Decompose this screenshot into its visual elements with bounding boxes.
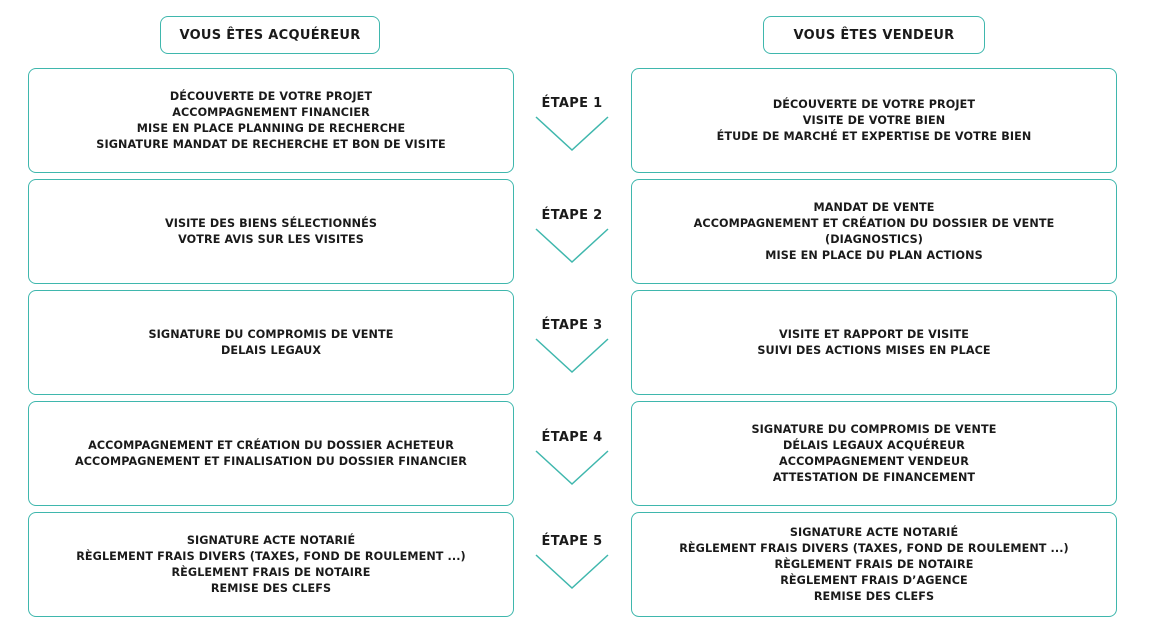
seller-step-1-line: VISITE DE VOTRE BIEN xyxy=(802,113,946,127)
seller-step-4-line: DÉLAIS LEGAUX ACQUÉREUR xyxy=(782,438,966,452)
seller-step-4-box: SIGNATURE DU COMPROMIS DE VENTE DÉLAIS L… xyxy=(631,401,1117,506)
step-1-indicator: ÉTAPE 1 xyxy=(529,96,615,166)
step-1-label: ÉTAPE 1 xyxy=(541,96,603,111)
step-5-label: ÉTAPE 5 xyxy=(541,534,603,549)
seller-step-4-line: SIGNATURE DU COMPROMIS DE VENTE xyxy=(751,422,997,436)
buyer-step-1-line: SIGNATURE MANDAT DE RECHERCHE ET BON DE … xyxy=(96,137,446,151)
chevron-down-icon xyxy=(535,116,609,152)
seller-step-5-box: SIGNATURE ACTE NOTARIÉ RÈGLEMENT FRAIS D… xyxy=(631,512,1117,617)
buyer-step-1-line: ACCOMPAGNEMENT FINANCIER xyxy=(172,105,370,119)
seller-step-2-line: ACCOMPAGNEMENT ET CRÉATION DU DOSSIER DE… xyxy=(693,216,1055,230)
chevron-down-icon xyxy=(535,228,609,264)
seller-step-4-line: ATTESTATION DE FINANCEMENT xyxy=(772,470,976,484)
seller-step-2-box: MANDAT DE VENTE ACCOMPAGNEMENT ET CRÉATI… xyxy=(631,179,1117,284)
step-3-label: ÉTAPE 3 xyxy=(541,318,603,333)
step-4-label: ÉTAPE 4 xyxy=(541,430,603,445)
buyer-step-3-box: SIGNATURE DU COMPROMIS DE VENTE DELAIS L… xyxy=(28,290,514,395)
seller-header: VOUS ÊTES VENDEUR xyxy=(763,16,985,54)
buyer-step-5-line: RÈGLEMENT FRAIS DE NOTAIRE xyxy=(171,565,371,579)
buyer-step-1-line: MISE EN PLACE PLANNING DE RECHERCHE xyxy=(136,121,406,135)
seller-step-5-line: RÈGLEMENT FRAIS DE NOTAIRE xyxy=(774,557,974,571)
step-3-indicator: ÉTAPE 3 xyxy=(529,318,615,388)
step-2-indicator: ÉTAPE 2 xyxy=(529,208,615,278)
buyer-step-5-box: SIGNATURE ACTE NOTARIÉ RÈGLEMENT FRAIS D… xyxy=(28,512,514,617)
buyer-header: VOUS ÊTES ACQUÉREUR xyxy=(160,16,380,54)
seller-step-2-line: MANDAT DE VENTE xyxy=(813,200,935,214)
chevron-down-icon xyxy=(535,338,609,374)
chevron-down-icon xyxy=(535,554,609,590)
chevron-down-icon xyxy=(535,450,609,486)
buyer-step-4-line: ACCOMPAGNEMENT ET CRÉATION DU DOSSIER AC… xyxy=(88,438,454,452)
buyer-step-1-box: DÉCOUVERTE DE VOTRE PROJET ACCOMPAGNEMEN… xyxy=(28,68,514,173)
seller-step-1-box: DÉCOUVERTE DE VOTRE PROJET VISITE DE VOT… xyxy=(631,68,1117,173)
seller-step-2-line: MISE EN PLACE DU PLAN ACTIONS xyxy=(765,248,983,262)
seller-step-5-line: SIGNATURE ACTE NOTARIÉ xyxy=(789,525,959,539)
seller-step-5-line: RÈGLEMENT FRAIS DIVERS (TAXES, FOND DE R… xyxy=(679,541,1069,555)
buyer-step-4-box: ACCOMPAGNEMENT ET CRÉATION DU DOSSIER AC… xyxy=(28,401,514,506)
seller-step-1-line: ÉTUDE DE MARCHÉ ET EXPERTISE DE VOTRE BI… xyxy=(716,129,1032,143)
step-5-indicator: ÉTAPE 5 xyxy=(529,534,615,604)
step-2-label: ÉTAPE 2 xyxy=(541,208,603,223)
buyer-step-5-line: RÈGLEMENT FRAIS DIVERS (TAXES, FOND DE R… xyxy=(76,549,466,563)
seller-step-1-line: DÉCOUVERTE DE VOTRE PROJET xyxy=(772,97,976,111)
seller-step-5-line: REMISE DES CLEFS xyxy=(813,589,935,603)
seller-step-3-line: SUIVI DES ACTIONS MISES EN PLACE xyxy=(757,343,991,357)
buyer-step-3-line: DELAIS LEGAUX xyxy=(220,343,322,357)
buyer-step-3-line: SIGNATURE DU COMPROMIS DE VENTE xyxy=(148,327,394,341)
buyer-step-4-line: ACCOMPAGNEMENT ET FINALISATION DU DOSSIE… xyxy=(74,454,467,468)
buyer-step-2-line: VISITE DES BIENS SÉLECTIONNÉS xyxy=(164,216,378,230)
seller-step-2-line: (DIAGNOSTICS) xyxy=(824,232,924,246)
seller-step-5-line: RÈGLEMENT FRAIS D’AGENCE xyxy=(780,573,968,587)
step-4-indicator: ÉTAPE 4 xyxy=(529,430,615,500)
buyer-step-5-line: REMISE DES CLEFS xyxy=(210,581,332,595)
seller-step-4-line: ACCOMPAGNEMENT VENDEUR xyxy=(779,454,969,468)
buyer-step-2-box: VISITE DES BIENS SÉLECTIONNÉS VOTRE AVIS… xyxy=(28,179,514,284)
buyer-step-1-line: DÉCOUVERTE DE VOTRE PROJET xyxy=(169,89,373,103)
seller-step-3-line: VISITE ET RAPPORT DE VISITE xyxy=(778,327,970,341)
buyer-step-5-line: SIGNATURE ACTE NOTARIÉ xyxy=(186,533,356,547)
buyer-step-2-line: VOTRE AVIS SUR LES VISITES xyxy=(178,232,364,246)
seller-step-3-box: VISITE ET RAPPORT DE VISITE SUIVI DES AC… xyxy=(631,290,1117,395)
